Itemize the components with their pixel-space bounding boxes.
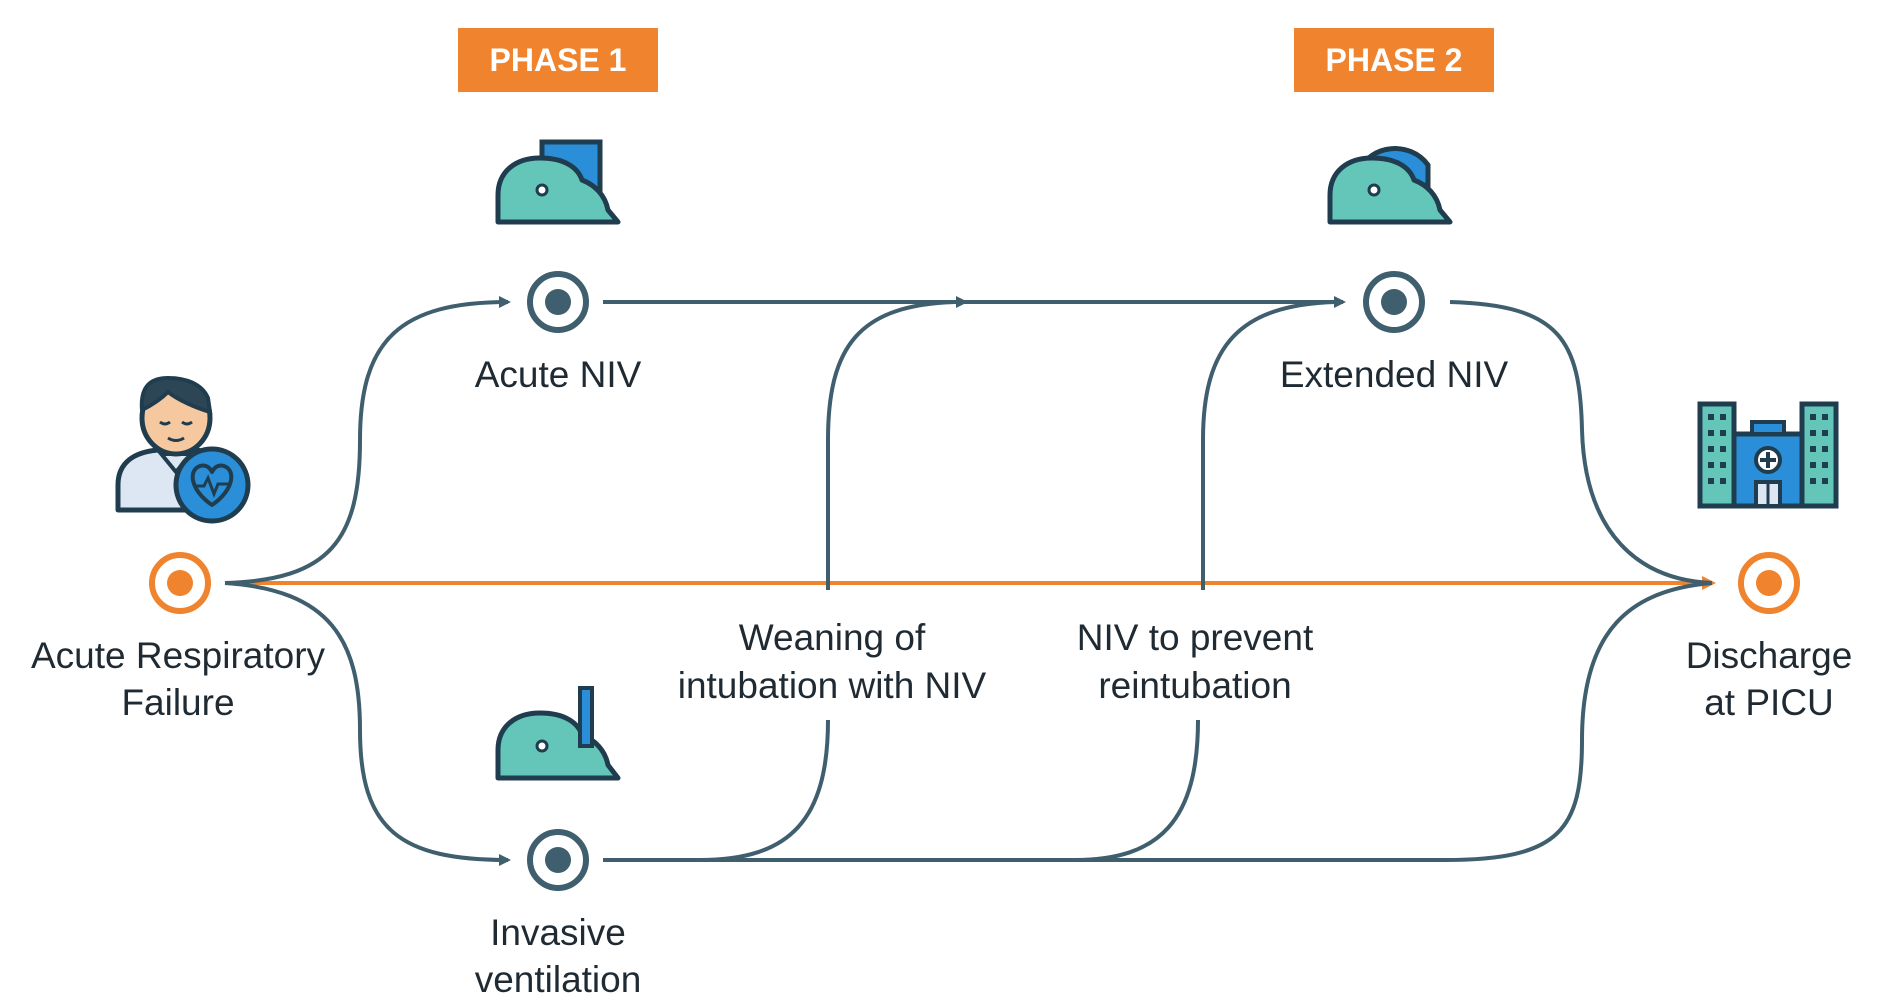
hospital-icon xyxy=(1697,401,1839,509)
arrow-to-invasive xyxy=(224,581,511,866)
node-acute-niv xyxy=(527,271,589,333)
prevent-up-curve xyxy=(1201,300,1336,590)
phase-2-badge: PHASE 2 xyxy=(1294,28,1494,92)
weaning-down-curve xyxy=(699,719,830,862)
prevent-label-line-1: NIV to prevent xyxy=(1077,617,1314,658)
extended-niv-label: Extended NIV xyxy=(1280,354,1509,395)
phase-2-label: PHASE 2 xyxy=(1326,42,1463,78)
patient-helmet-icon xyxy=(1327,146,1453,225)
extended-to-discharge-curve xyxy=(1449,300,1713,585)
invasive-label-line-1: Invasive xyxy=(490,912,626,953)
arrow-to-acute-niv xyxy=(224,296,511,585)
patient-intubated-icon xyxy=(495,686,621,781)
start-label-line-1: Acute Respiratory xyxy=(31,635,326,676)
discharge-label-line-2: at PICU xyxy=(1704,682,1834,723)
weaning-up-curve xyxy=(826,300,956,590)
phase-1-label: PHASE 1 xyxy=(490,42,627,78)
phase-1-badge: PHASE 1 xyxy=(458,28,658,92)
node-invasive xyxy=(527,829,589,891)
weaning-label-line-1: Weaning of xyxy=(739,617,926,658)
node-discharge xyxy=(1738,552,1800,614)
invasive-to-discharge-curve xyxy=(603,581,1713,862)
patient-mask-icon xyxy=(495,139,621,225)
patient-heart-icon xyxy=(115,375,251,524)
start-label-line-2: Failure xyxy=(121,682,234,723)
acute-niv-label: Acute NIV xyxy=(475,354,642,395)
prevent-down-curve xyxy=(1074,719,1200,862)
node-start xyxy=(149,552,211,614)
weaning-label-line-2: intubation with NIV xyxy=(678,665,987,706)
invasive-label-line-2: ventilation xyxy=(475,959,642,1000)
discharge-label-line-1: Discharge xyxy=(1686,635,1853,676)
node-extended-niv xyxy=(1363,271,1425,333)
prevent-label-line-2: reintubation xyxy=(1098,665,1291,706)
